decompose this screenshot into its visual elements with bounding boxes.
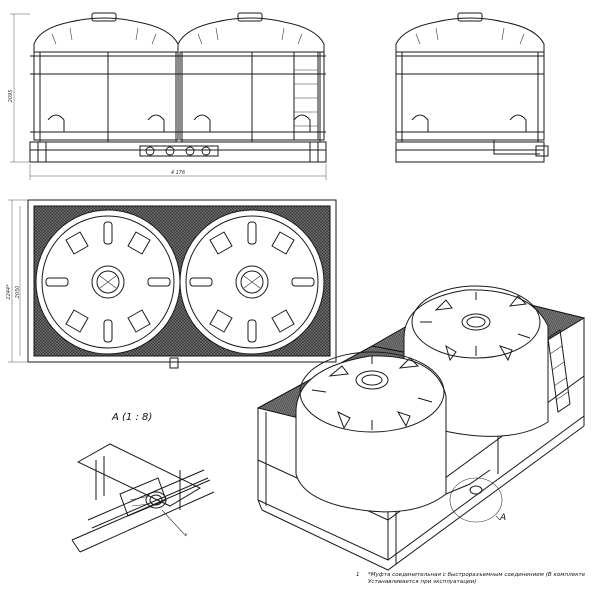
- isometric-view: А: [256, 285, 586, 571]
- plan-view: 2244* 2050: [6, 199, 337, 369]
- detail-a-view: А (1 : 8) *: [71, 412, 215, 553]
- dim-width-front: 4 176: [171, 170, 185, 176]
- footnote-number: 1: [356, 572, 360, 578]
- side-elevation-view: [395, 12, 549, 163]
- front-elevation-view: 2095 4 176: [8, 12, 327, 180]
- dim-height-plan-outer: 2244*: [6, 284, 12, 300]
- detail-title: А (1 : 8): [111, 412, 152, 423]
- detail-leader-mark: *: [184, 532, 188, 540]
- footnote: 1 *Муфта соединительная с быстроразъемным…: [356, 572, 600, 586]
- callout-letter-a: А: [499, 513, 506, 523]
- footnote-line-1: *Муфта соединительная с быстроразъемным …: [368, 572, 586, 578]
- dim-height-plan-inner: 2050: [15, 286, 21, 299]
- dim-height-front: 2095: [8, 90, 14, 103]
- footnote-line-2: Устанавливается при эксплуатации): [368, 579, 477, 585]
